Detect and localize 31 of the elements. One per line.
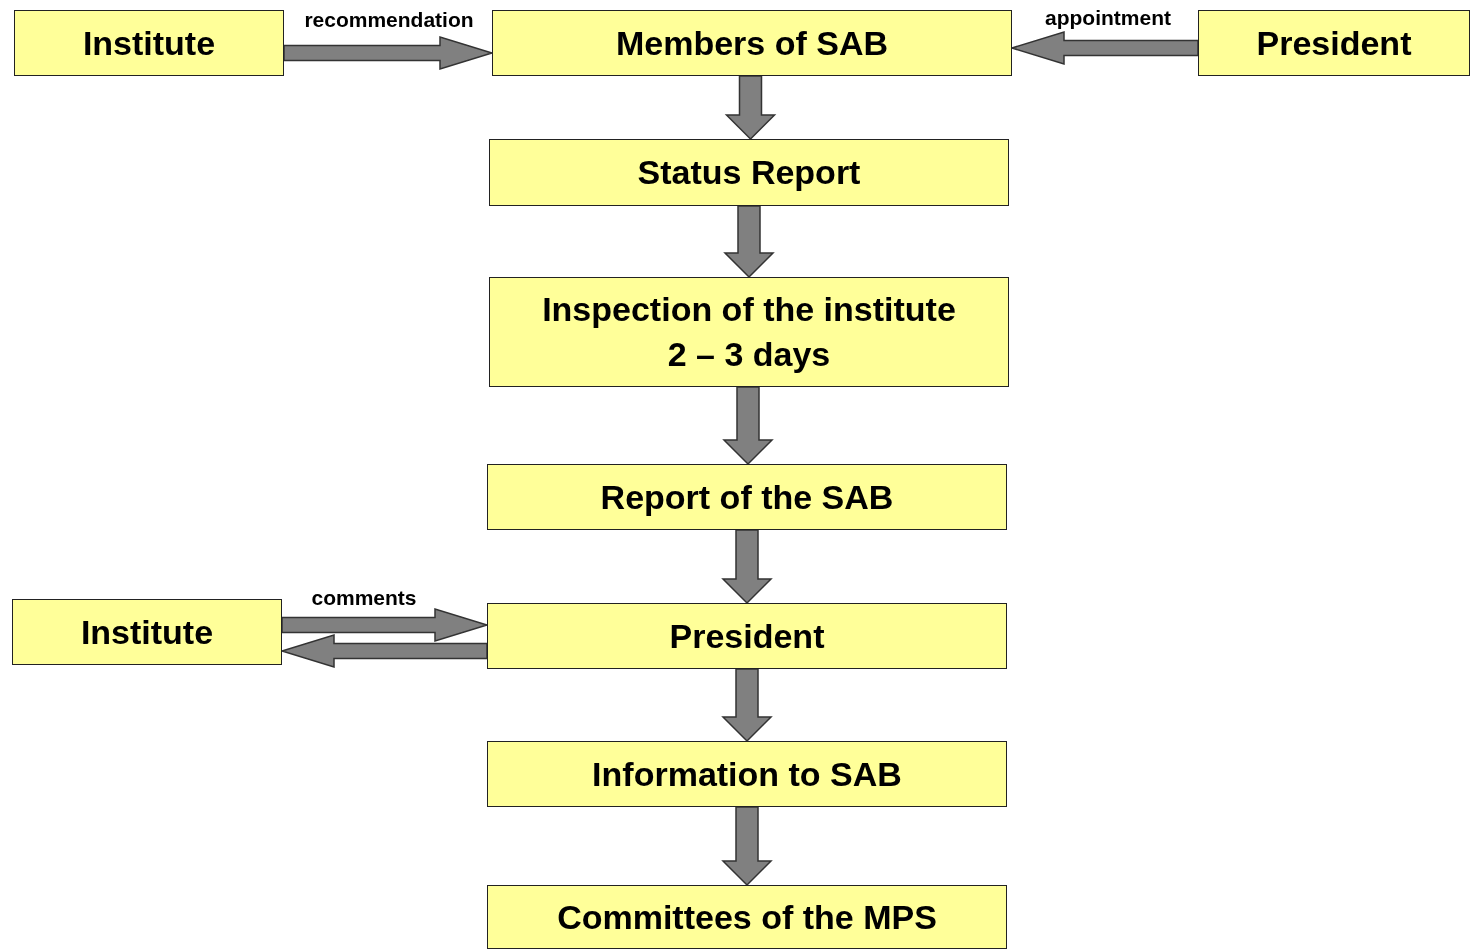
process-box — [12, 599, 282, 665]
box-label: Information to SAB — [592, 753, 902, 795]
process-box — [487, 885, 1007, 949]
block-arrow — [1009, 31, 1199, 65]
process-box — [487, 741, 1007, 807]
block-arrow — [283, 36, 495, 70]
block-arrow — [281, 608, 490, 642]
block-arrow — [722, 386, 774, 466]
process-box — [1198, 10, 1470, 76]
box-label: Status Report — [637, 152, 861, 193]
block-arrow — [721, 806, 773, 887]
box-label: Inspection of the institute — [542, 289, 956, 330]
block-arrow — [723, 205, 775, 279]
block-arrow — [721, 529, 773, 605]
process-box — [487, 464, 1007, 530]
process-box — [492, 10, 1012, 76]
process-box — [487, 603, 1007, 669]
box-label: Institute — [80, 611, 214, 653]
process-box — [489, 139, 1009, 206]
block-arrow — [721, 668, 773, 743]
box-label: Committees of the MPS — [557, 896, 937, 938]
block-arrow — [724, 75, 777, 141]
box-label: Report of the SAB — [600, 476, 894, 518]
box-label: President — [669, 615, 825, 657]
block-arrow — [279, 634, 488, 668]
process-box — [14, 10, 284, 76]
box-label: Members of SAB — [615, 22, 889, 64]
box-label: 2 – 3 days — [667, 334, 831, 375]
box-label: Institute — [82, 22, 216, 64]
process-box — [489, 277, 1009, 387]
box-label: President — [1256, 22, 1412, 64]
